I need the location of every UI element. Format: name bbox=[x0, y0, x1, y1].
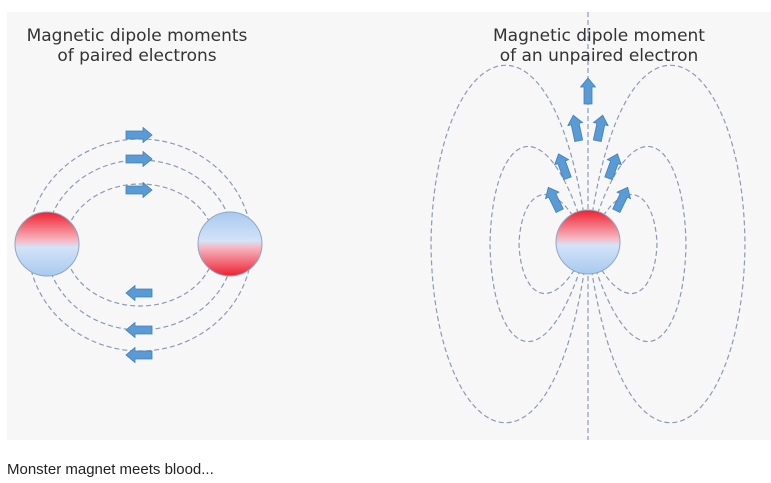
field-loop-left-3 bbox=[430, 64, 589, 424]
paired-electrons-title: Magnetic dipole moments of paired electr… bbox=[17, 26, 257, 66]
arrow-left bbox=[125, 285, 153, 301]
field-loop-right-2 bbox=[587, 145, 687, 343]
diagram-figure: Magnetic dipole moments of paired electr… bbox=[7, 12, 771, 440]
unpaired-title-line-2: of an unpaired electron bbox=[499, 46, 699, 66]
paired-moment-arrows bbox=[125, 127, 153, 363]
arrow-up bbox=[541, 183, 567, 215]
unpaired-field-lines bbox=[430, 12, 746, 440]
electron-unpaired bbox=[555, 209, 621, 275]
electron-right bbox=[197, 211, 263, 277]
electron-left bbox=[14, 211, 80, 277]
figure-caption: Monster magnet meets blood... bbox=[7, 461, 214, 478]
arrow-up bbox=[589, 113, 611, 143]
arrow-left bbox=[125, 347, 153, 363]
arrow-right bbox=[125, 127, 153, 143]
field-loop-right-1 bbox=[587, 194, 658, 294]
arrow-up bbox=[609, 183, 635, 215]
diagram-canvas bbox=[14, 12, 746, 440]
field-loop-right-3 bbox=[587, 64, 746, 424]
arrow-left bbox=[125, 322, 153, 338]
arrow-up bbox=[565, 113, 587, 143]
unpaired-moment-arrows bbox=[541, 77, 635, 215]
unpaired-title-line-1: Magnetic dipole moment bbox=[493, 26, 705, 46]
field-loop-left-2 bbox=[489, 145, 589, 343]
arrow-up bbox=[580, 77, 596, 105]
paired-title-line-1: Magnetic dipole moments bbox=[26, 26, 248, 46]
unpaired-electron-title: Magnetic dipole moment of an unpaired el… bbox=[479, 26, 719, 66]
field-line-inner bbox=[64, 183, 216, 307]
arrow-right bbox=[125, 151, 153, 167]
paired-title-line-2: of paired electrons bbox=[57, 46, 217, 66]
field-loop-left-1 bbox=[518, 194, 589, 294]
